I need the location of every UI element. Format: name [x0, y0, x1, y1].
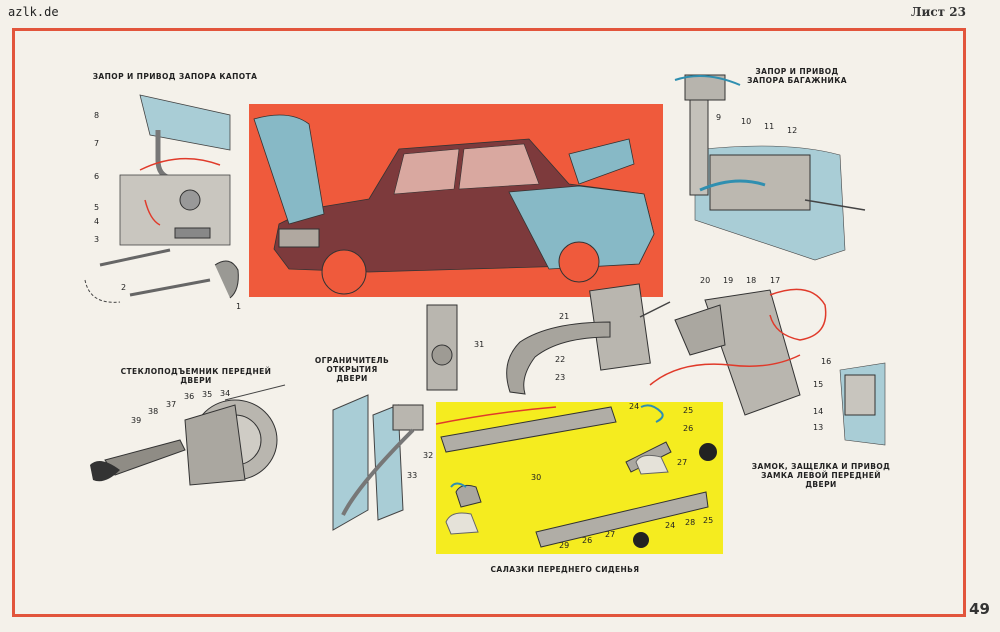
caption-hood-lock: ЗАПОР И ПРИВОД ЗАПОРА КАПОТА — [92, 72, 258, 81]
door-lock-illustration — [649, 275, 886, 450]
callout-21: 21 — [559, 312, 570, 321]
callout-4: 4 — [94, 217, 100, 226]
callout-29: 29 — [559, 541, 570, 550]
callout-39: 39 — [131, 416, 142, 425]
callout-28: 28 — [685, 518, 696, 527]
callout-11: 11 — [764, 122, 775, 131]
callout-31: 31 — [474, 340, 485, 349]
callout-35: 35 — [202, 390, 213, 399]
callout-32: 32 — [423, 451, 434, 460]
callout-38: 38 — [148, 407, 159, 416]
page-frame — [12, 28, 966, 617]
callout-25-bottom: 25 — [703, 516, 714, 525]
callout-13: 13 — [813, 423, 824, 432]
callout-12: 12 — [787, 126, 798, 135]
callout-37: 37 — [166, 400, 177, 409]
caption-seat-slides: САЛАЗКИ ПЕРЕДНЕГО СИДЕНЬЯ — [490, 565, 640, 574]
seat-slides-panel — [435, 402, 723, 554]
callout-18: 18 — [746, 276, 757, 285]
caption-trunk-lock: ЗАПОР И ПРИВОД ЗАПОРА БАГАЖНИКА — [747, 67, 847, 85]
callout-22: 22 — [555, 355, 566, 364]
car-cutaway-panel — [249, 104, 663, 297]
callout-33: 33 — [407, 471, 418, 480]
site-watermark: azlk.de — [8, 5, 59, 19]
callout-10: 10 — [741, 117, 752, 126]
callout-25-top: 25 — [683, 406, 694, 415]
callout-15: 15 — [813, 380, 824, 389]
callout-20: 20 — [700, 276, 711, 285]
callout-26-bottom: 26 — [582, 536, 593, 545]
callout-14: 14 — [813, 407, 824, 416]
window-regulator-illustration — [85, 384, 286, 505]
caption-door-lock: ЗАМОК, ЗАЩЕЛКА И ПРИВОД ЗАМКА ЛЕВОЙ ПЕРЕ… — [751, 462, 891, 489]
callout-34: 34 — [220, 389, 231, 398]
callout-24-bottom: 24 — [665, 521, 676, 530]
hood-lock-illustration — [80, 90, 250, 310]
trunk-lock-illustration — [665, 60, 875, 261]
callout-27-bottom: 27 — [605, 530, 616, 539]
callout-3: 3 — [94, 235, 100, 244]
callout-2: 2 — [121, 283, 127, 292]
callout-26-top: 26 — [683, 424, 694, 433]
callout-6: 6 — [94, 172, 100, 181]
page-number: 49 — [969, 600, 990, 618]
callout-8: 8 — [94, 111, 100, 120]
callout-30: 30 — [531, 473, 542, 482]
callout-17: 17 — [770, 276, 781, 285]
door-handle-illustration — [500, 282, 671, 397]
callout-27-top: 27 — [677, 458, 688, 467]
caption-window-regulator: СТЕКЛОПОДЪЕМНИК ПЕРЕДНЕЙ ДВЕРИ — [120, 367, 272, 385]
callout-7: 7 — [94, 139, 100, 148]
limiter-bracket-illustration — [412, 300, 472, 395]
callout-9: 9 — [716, 113, 722, 122]
callout-1: 1 — [236, 302, 242, 311]
sheet-label: Лист 23 — [910, 5, 966, 19]
callout-5: 5 — [94, 203, 100, 212]
callout-36: 36 — [184, 392, 195, 401]
callout-19: 19 — [723, 276, 734, 285]
callout-24-top: 24 — [629, 402, 640, 411]
callout-16: 16 — [821, 357, 832, 366]
caption-door-limiter: ОГРАНИЧИТЕЛЬ ОТКРЫТИЯ ДВЕРИ — [314, 356, 390, 383]
callout-23: 23 — [555, 373, 566, 382]
door-limiter-illustration — [318, 390, 433, 535]
